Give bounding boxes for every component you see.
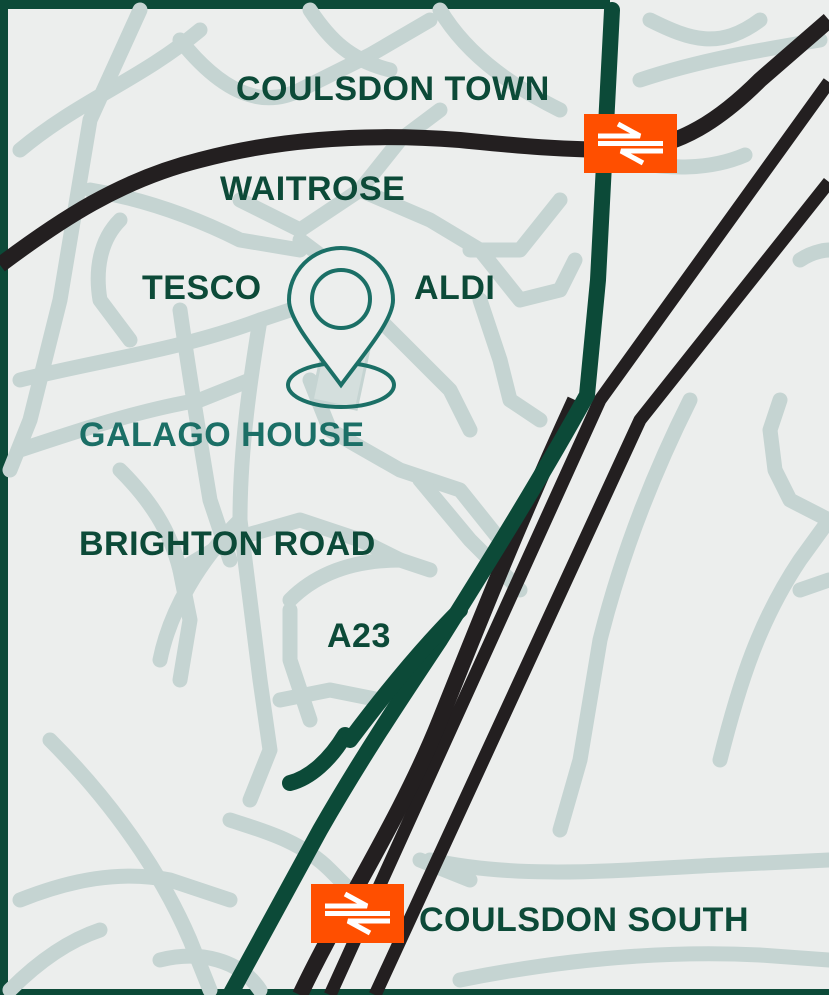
label-tesco[interactable]: TESCO: [142, 269, 262, 307]
a23-spur: [282, 727, 353, 791]
label-aldi[interactable]: ALDI: [414, 269, 496, 307]
map-pin-icon[interactable]: [286, 246, 396, 409]
label-a23[interactable]: A23: [327, 617, 391, 655]
national-rail-icon[interactable]: [584, 114, 677, 173]
label-waitrose[interactable]: WAITROSE: [220, 170, 406, 208]
map-frame-bottom: [0, 989, 829, 995]
a23-road: [222, 2, 620, 995]
national-rail-icon[interactable]: [311, 884, 404, 943]
label-coulsdon-town[interactable]: COULSDON TOWN: [236, 70, 550, 108]
railway-main-line-a: [324, 78, 829, 995]
label-brighton-road[interactable]: BRIGHTON ROAD: [79, 525, 376, 563]
label-coulsdon-south[interactable]: COULSDON SOUTH: [419, 901, 749, 939]
map-frame-left: [0, 0, 8, 995]
label-galago-house[interactable]: GALAGO HOUSE: [79, 416, 365, 454]
railway-main-line-b: [369, 177, 829, 995]
a23-junction: [342, 602, 468, 748]
